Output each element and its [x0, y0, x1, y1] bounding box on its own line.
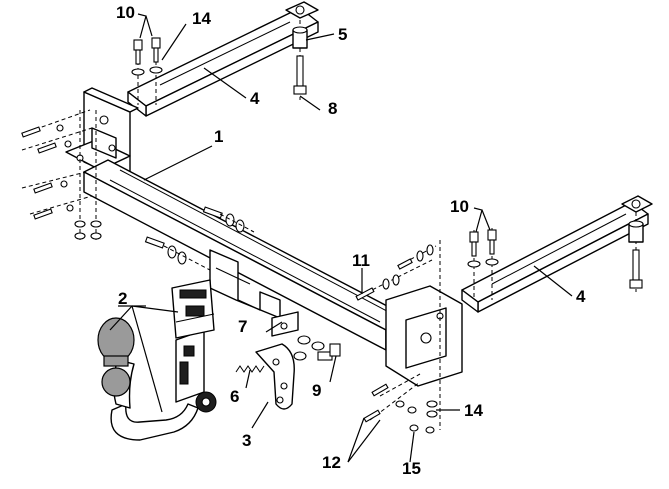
callout-4-upper: 4 [250, 89, 260, 108]
socket-plate [255, 343, 295, 410]
callout-3: 3 [242, 431, 251, 450]
callout-4-lower: 4 [576, 287, 586, 306]
bolts-left-side [21, 109, 102, 240]
side-plate-right [385, 240, 463, 430]
bolts-bottom-right [363, 373, 438, 434]
callout-9: 9 [312, 381, 321, 400]
callout-15: 15 [402, 459, 421, 478]
callout-14-lower: 14 [464, 401, 483, 420]
callout-labels: 1 2 3 4 4 5 6 7 8 9 10 10 11 12 14 14 15 [116, 3, 586, 478]
bolts-right-11 [355, 244, 437, 301]
bracket-arm-left [127, 1, 319, 117]
bracket-arm-right [461, 195, 653, 313]
callout-12: 12 [322, 453, 341, 472]
callout-14-upper: 14 [192, 9, 211, 28]
center-lug [209, 249, 281, 319]
clamp-and-bolts [271, 311, 341, 361]
callout-10-upper: 10 [116, 3, 135, 22]
bolts-crossbar-center [144, 206, 255, 271]
bolts-top-left [131, 37, 163, 105]
callout-11: 11 [352, 251, 370, 270]
callout-6: 6 [230, 387, 239, 406]
leader-lines [109, 13, 573, 463]
tow-ball-assembly [97, 279, 217, 441]
callout-10-lower: 10 [450, 197, 469, 216]
spring [235, 365, 265, 373]
callout-5: 5 [338, 25, 347, 44]
spacer-bolt-top [292, 20, 308, 100]
callout-8: 8 [328, 99, 337, 118]
callout-2: 2 [118, 289, 127, 308]
bolts-top-right [467, 212, 644, 300]
callout-1: 1 [214, 127, 223, 146]
callout-7: 7 [238, 317, 247, 336]
